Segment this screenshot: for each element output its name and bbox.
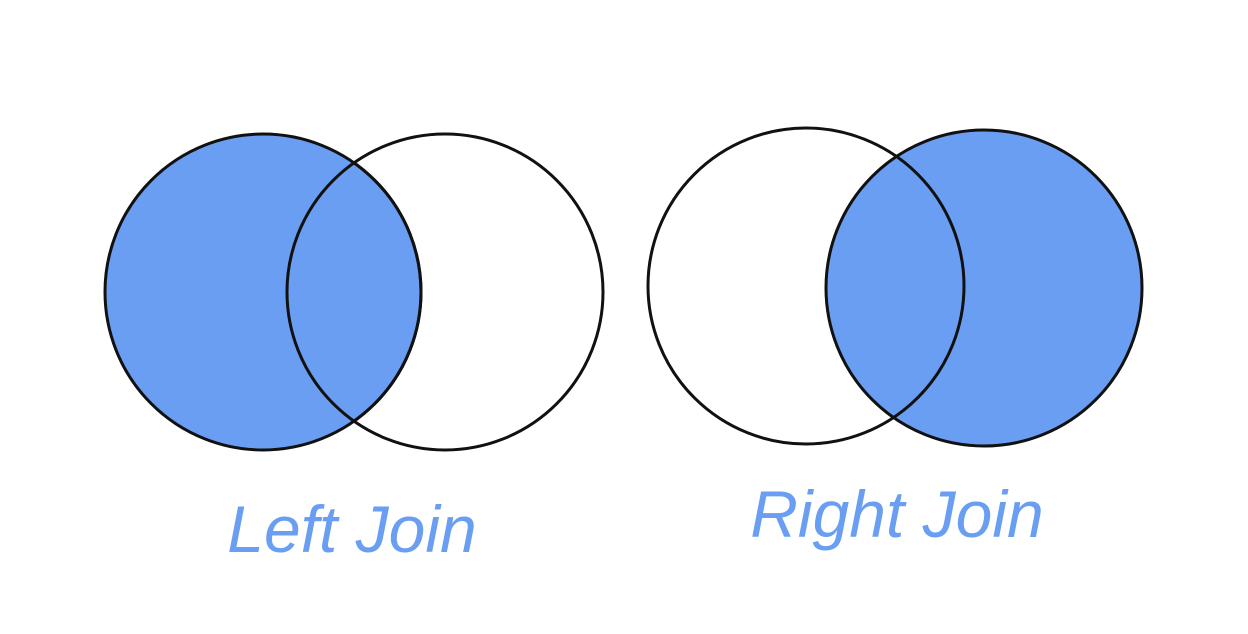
right-join-label: Right Join: [750, 477, 1044, 551]
left-join-table-a-fill: [105, 134, 421, 450]
left-join-table-b-outline: [285, 132, 605, 452]
right-join-table-a-outline: [646, 126, 966, 446]
right-join-diagram: Right Join: [646, 126, 1144, 551]
right-join-table-b-border: [824, 128, 1144, 448]
left-join-label: Left Join: [227, 492, 477, 566]
right-join-table-b-fill: [826, 130, 1142, 446]
left-join-table-a-border: [103, 132, 423, 452]
left-join-diagram: Left Join: [103, 132, 605, 566]
